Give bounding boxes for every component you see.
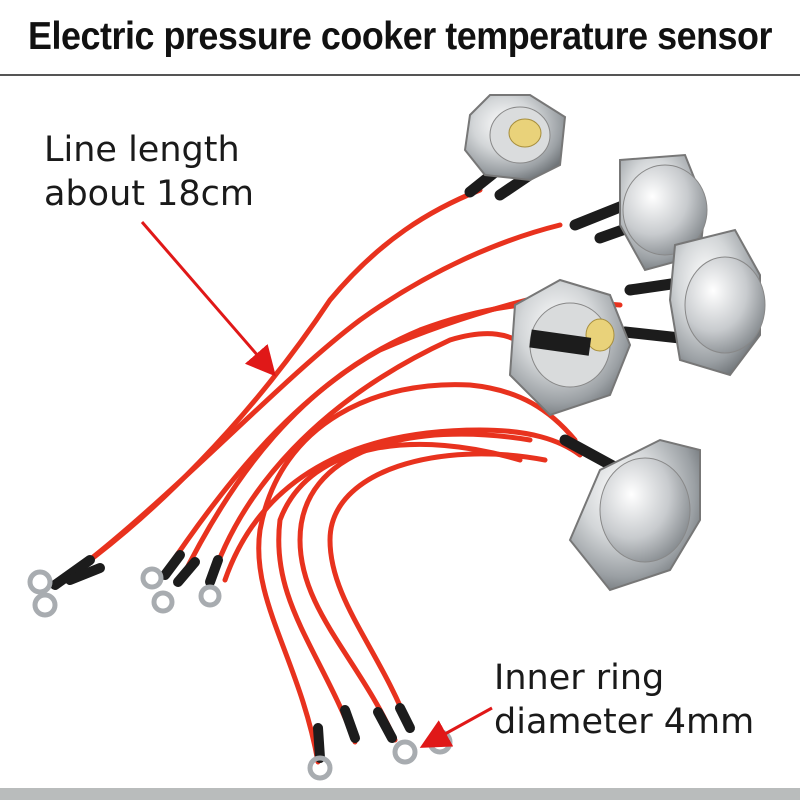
red-wires [57, 187, 623, 765]
page-title: Electric pressure cooker temperature sen… [27, 15, 773, 58]
title-divider [0, 74, 800, 76]
sensor-probes [463, 94, 766, 592]
line-length-value: about 18cm [44, 174, 254, 214]
inner-ring-label: Inner ring [494, 658, 665, 698]
inner-ring-callout: Inner ring diameter 4mm [494, 656, 754, 744]
ring-terminals [27, 566, 453, 781]
line-length-callout: Line length about 18cm [44, 128, 254, 216]
inner-ring-value: diameter 4mm [494, 702, 755, 742]
bottom-bar [0, 788, 800, 800]
terminal-sleeves [50, 550, 415, 763]
line-length-label: Line length [44, 130, 240, 170]
product-photo [27, 94, 766, 781]
callout-arrows [140, 221, 493, 748]
